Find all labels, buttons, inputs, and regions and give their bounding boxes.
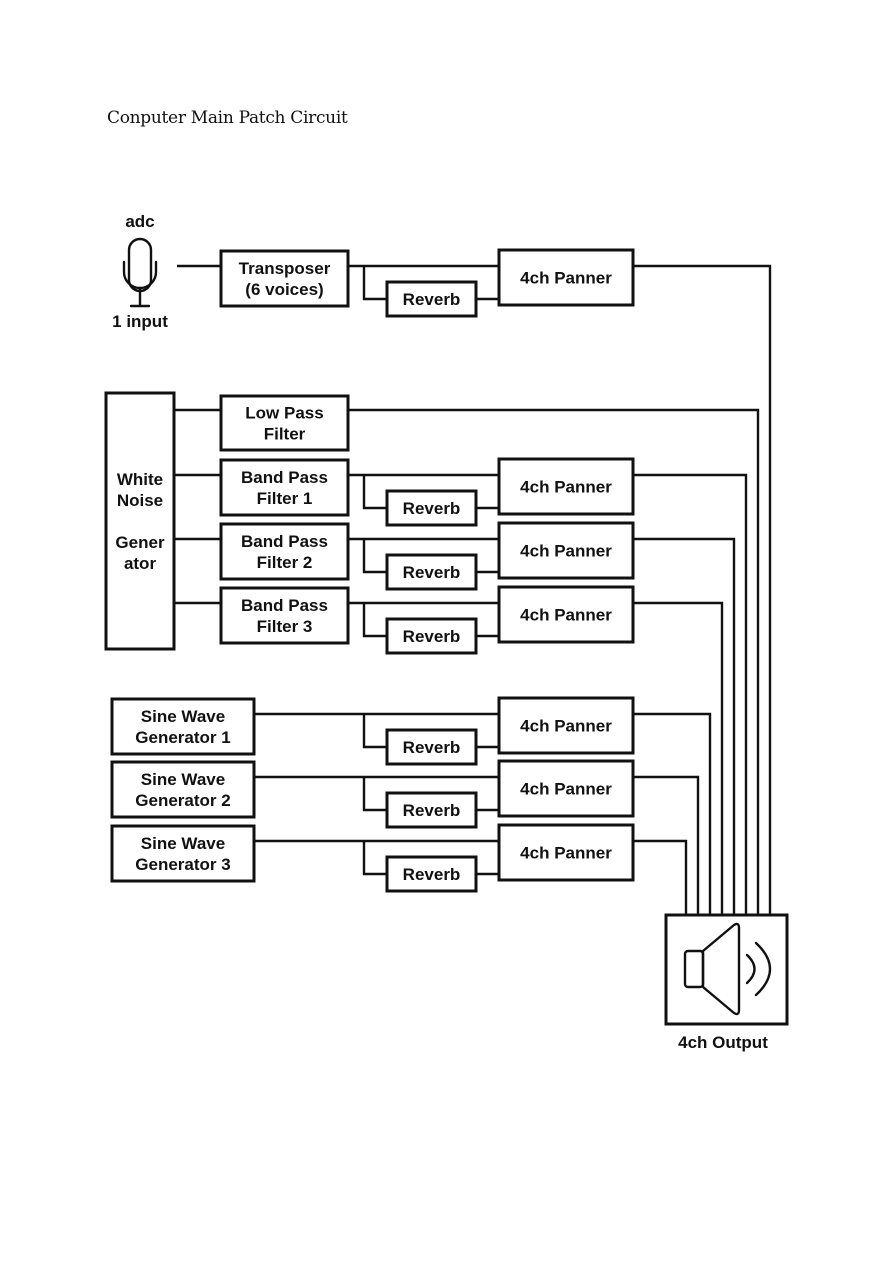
adc-chain-reverb-send-wire (362, 266, 387, 301)
sine-1-chain-panner-label: 4ch Panner (520, 717, 612, 736)
transposer[interactable]: Transposer(6 voices) (219, 249, 350, 308)
bandpass-2-chain-reverb-label: Reverb (403, 563, 461, 582)
bandpass-3-chain-panner-label: 4ch Panner (520, 606, 612, 625)
sine-3-chain-output-wire (633, 839, 688, 915)
adc-chain-reverb-label: Reverb (403, 290, 461, 309)
speaker-icon (683, 922, 772, 1016)
sine-2-chain-panner-label: 4ch Panner (520, 780, 612, 799)
bandpass-3-chain-output-wire (633, 601, 724, 915)
adc-label: adc (125, 212, 154, 231)
bandpass-1-chain-reverb-label: Reverb (403, 499, 461, 518)
input-count-label: 1 input (112, 312, 168, 331)
bandpass-2-chain-panner-label: 4ch Panner (520, 542, 612, 561)
sine-1-chain-reverb-send-wire (362, 714, 387, 749)
sine-2-chain-reverb-send-wire (362, 777, 387, 812)
bandpass-1-chain-reverb[interactable]: Reverb (385, 489, 478, 527)
bandpass-3-chain-reverb-label: Reverb (403, 627, 461, 646)
sine-2-chain-reverb-label: Reverb (403, 801, 461, 820)
sine-3-chain-panner[interactable]: 4ch Panner (497, 823, 635, 882)
sine-2-chain-output-wire (633, 775, 700, 915)
bandpass-1-chain-panner[interactable]: 4ch Panner (497, 457, 635, 516)
diagram-title: Conputer Main Patch Circuit (107, 108, 348, 128)
bandpass-1-chain-panner-label: 4ch Panner (520, 478, 612, 497)
sine-2-chain-reverb[interactable]: Reverb (385, 791, 478, 829)
sine-3-chain-panner-label: 4ch Panner (520, 844, 612, 863)
adc-chain-panner[interactable]: 4ch Panner (497, 248, 635, 307)
bandpass-3-chain-panner[interactable]: 4ch Panner (497, 585, 635, 644)
adc-chain-output-wire (633, 264, 772, 915)
lowpass-output-wire (348, 408, 760, 915)
output-label: 4ch Output (678, 1033, 768, 1052)
sine-1-chain-output-wire (633, 712, 712, 915)
bandpass-2-chain-reverb[interactable]: Reverb (385, 553, 478, 591)
sine-1-chain-reverb[interactable]: Reverb (385, 728, 478, 766)
bandpass-2-chain-panner[interactable]: 4ch Panner (497, 521, 635, 580)
transposer-label: Transposer(6 voices) (239, 259, 331, 299)
sine-1-chain-panner[interactable]: 4ch Panner (497, 696, 635, 755)
sine-1-chain-reverb-label: Reverb (403, 738, 461, 757)
microphone-icon (122, 237, 158, 308)
bandpass-2-chain-reverb-send-wire (362, 539, 387, 574)
bandpass-1-chain-output-wire (633, 473, 748, 915)
sine-3-chain-reverb-label: Reverb (403, 865, 461, 884)
sine-3-chain-reverb[interactable]: Reverb (385, 855, 478, 893)
sine-2-chain-panner[interactable]: 4ch Panner (497, 759, 635, 818)
bandpass-1-chain-reverb-send-wire (362, 475, 387, 510)
output-4ch[interactable] (664, 913, 789, 1026)
bandpass-2-chain-output-wire (633, 537, 736, 915)
sine-3-chain-reverb-send-wire (362, 841, 387, 876)
bandpass-3-chain-reverb-send-wire (362, 603, 387, 638)
bandpass-3-chain-reverb[interactable]: Reverb (385, 617, 478, 655)
adc-chain-reverb[interactable]: Reverb (385, 280, 478, 318)
adc-chain-panner-label: 4ch Panner (520, 269, 612, 288)
wires (174, 264, 772, 915)
nodes: Transposer(6 voices) Reverb 4ch Panner adc 1… (104, 212, 789, 1052)
